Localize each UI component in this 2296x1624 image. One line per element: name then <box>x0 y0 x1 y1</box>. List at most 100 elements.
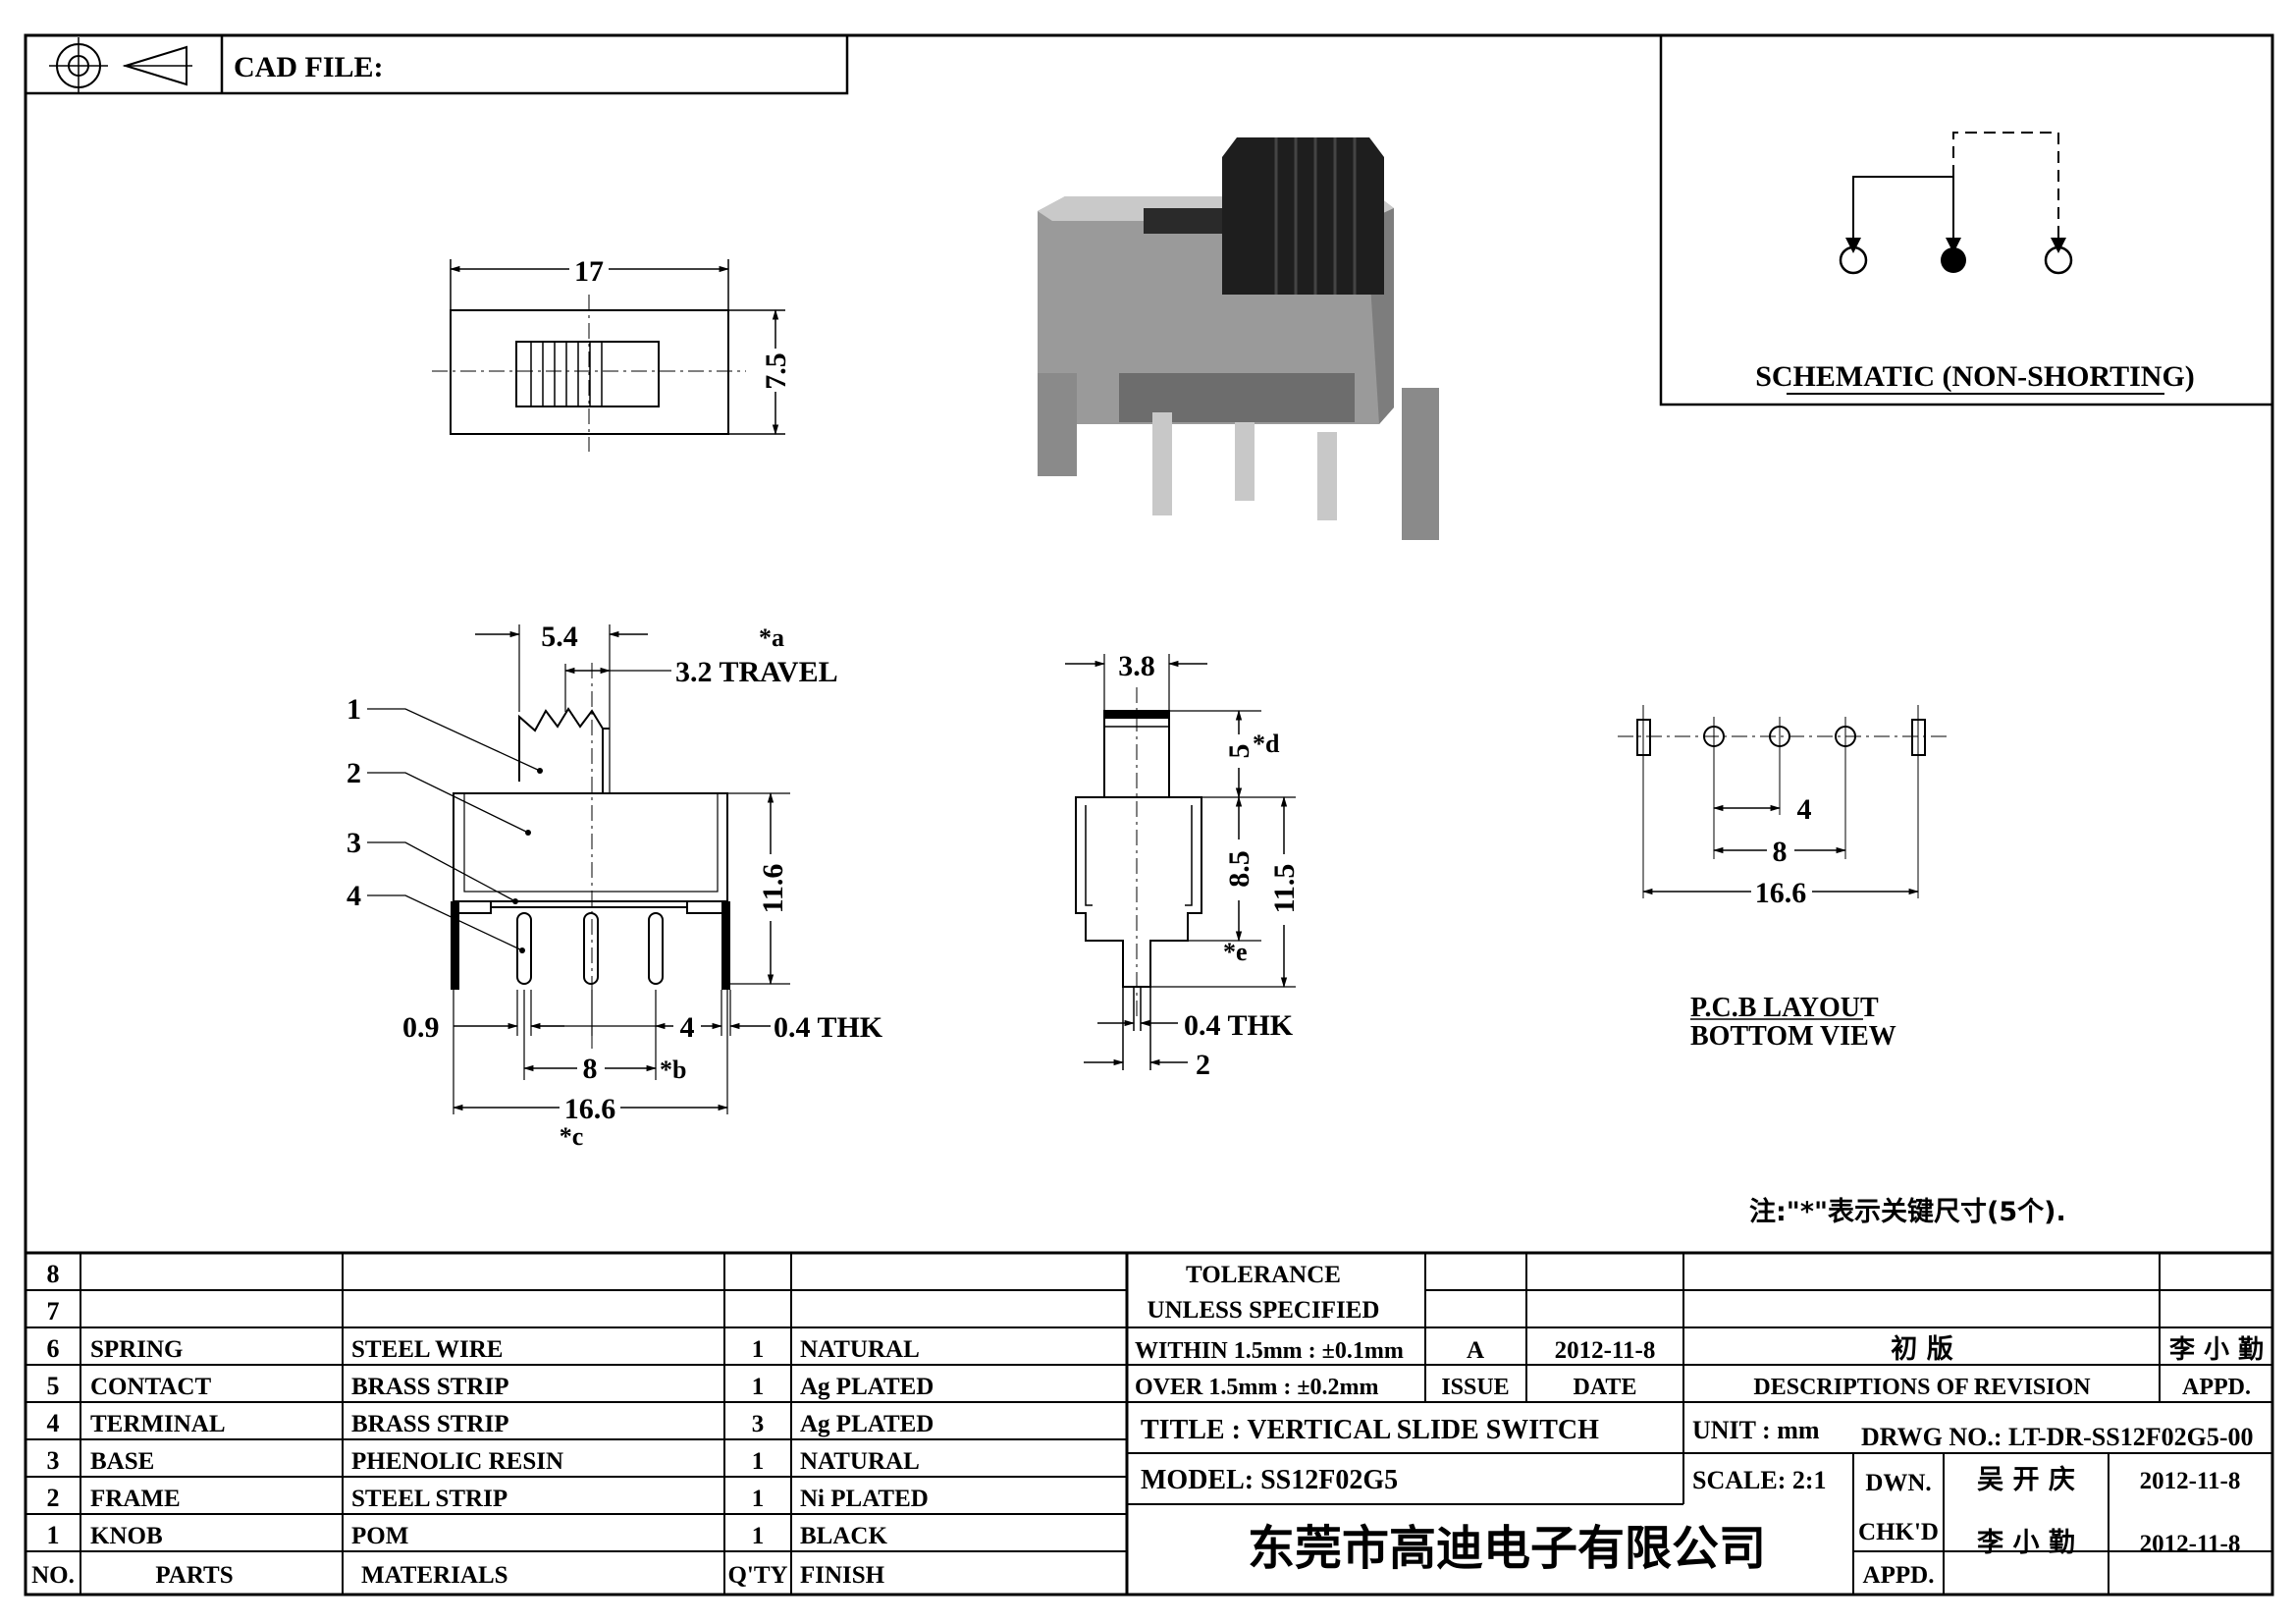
table-header: NO. PARTS MATERIALS Q'TY FINISH <box>31 1562 885 1589</box>
unit-text: UNIT : mm <box>1692 1416 1820 1444</box>
row-qty: 1 <box>752 1448 765 1475</box>
row-no: 1 <box>47 1521 60 1549</box>
row-qty: 1 <box>752 1374 765 1400</box>
issue-value: A <box>1467 1337 1484 1364</box>
header-qty: Q'TY <box>727 1562 787 1589</box>
row-finish: BLACK <box>800 1523 887 1549</box>
dim-side-knob: 3.8 <box>1118 650 1155 682</box>
row-qty: 1 <box>752 1486 765 1512</box>
chk-name: 李 小 勤 <box>1976 1528 2075 1558</box>
header-finish: FINISH <box>800 1562 885 1589</box>
schematic: SCHEMATIC (NON-SHORTING) <box>1659 35 2272 406</box>
row-qty: 3 <box>752 1411 765 1437</box>
row-material: STEEL WIRE <box>351 1336 503 1363</box>
pcb-dim-8: 8 <box>1773 836 1788 868</box>
row-material: POM <box>351 1523 408 1549</box>
dim-side-knob-h: 5 <box>1223 744 1255 759</box>
schematic-label: SCHEMATIC (NON-SHORTING) <box>1755 360 2195 393</box>
dwn-label: DWN. <box>1865 1470 1931 1496</box>
tolerance-unless: UNLESS SPECIFIED <box>1148 1297 1380 1324</box>
dim-side-body: 8.5 <box>1223 850 1255 888</box>
callout-3: 3 <box>347 827 361 859</box>
dim-knob-width: 5.4 <box>541 621 578 653</box>
revision-desc: 初 版 <box>1891 1334 1952 1365</box>
row-no: 5 <box>47 1372 60 1400</box>
appd-label: APPD. <box>2182 1375 2251 1400</box>
dim-pin-pitch: 8 <box>583 1053 598 1085</box>
dim-side-total: 11.5 <box>1268 864 1301 914</box>
callout-4: 4 <box>347 880 361 912</box>
revision-appd: 李 小 勤 <box>2168 1335 2264 1365</box>
scale-text: SCALE: 2:1 <box>1692 1466 1827 1494</box>
title-text: TITLE : VERTICAL SLIDE SWITCH <box>1141 1415 1599 1445</box>
dim-thk: 0.4 THK <box>774 1011 883 1044</box>
projection-symbol-icon <box>49 37 192 92</box>
row-part: SPRING <box>90 1336 183 1363</box>
table-row-2: 2 FRAME STEEL STRIP 1 Ni PLATED <box>47 1484 929 1512</box>
row-finish: NATURAL <box>800 1448 920 1475</box>
dim-side-thk: 0.4 THK <box>1184 1009 1294 1042</box>
desc-label: DESCRIPTIONS OF REVISION <box>1753 1375 2091 1400</box>
row-material: BRASS STRIP <box>351 1411 508 1437</box>
dim-top-width: 17 <box>574 255 604 288</box>
row-finish: Ni PLATED <box>800 1486 929 1512</box>
dwn-date: 2012-11-8 <box>2140 1468 2241 1494</box>
row-no: 6 <box>47 1334 60 1363</box>
company-name: 东莞市高迪电子有限公司 <box>1248 1521 1766 1576</box>
pcb-dim-16-6: 16.6 <box>1755 877 1807 909</box>
drwg-no: DRWG NO.: LT-DR-SS12F02G5-00 <box>1861 1423 2253 1451</box>
chk-date: 2012-11-8 <box>2140 1531 2241 1557</box>
dim-travel: 3.2 TRAVEL <box>675 656 838 688</box>
row-finish: Ag PLATED <box>800 1411 934 1437</box>
table-row-6: 6 SPRING STEEL WIRE 1 NATURAL <box>47 1334 920 1363</box>
callout-2: 2 <box>347 757 361 789</box>
row-part: FRAME <box>90 1486 181 1512</box>
row-no: 2 <box>47 1484 60 1512</box>
dim-height: 11.6 <box>757 864 789 914</box>
table-row-8: 8 <box>47 1260 60 1288</box>
mark-e: *e <box>1223 938 1248 966</box>
header-materials: MATERIALS <box>361 1562 508 1589</box>
row-no: 4 <box>47 1409 60 1437</box>
travel-mark: *a <box>759 623 784 652</box>
row-part: BASE <box>90 1448 154 1475</box>
row-qty: 1 <box>752 1523 765 1549</box>
chk-label: CHK'D <box>1858 1519 1939 1545</box>
header-no: NO. <box>31 1562 75 1589</box>
mark-c: *c <box>560 1122 584 1151</box>
pcb-label: P.C.B LAYOUT <box>1690 993 1879 1023</box>
tolerance-within: WITHIN 1.5mm : ±0.1mm <box>1135 1338 1404 1364</box>
top-view: 17 7.5 <box>432 253 792 452</box>
row-part: TERMINAL <box>90 1411 226 1437</box>
row-finish: Ag PLATED <box>800 1374 934 1400</box>
mark-d: *d <box>1253 730 1280 758</box>
pcb-layout: 4 8 16.6 P.C.B LAYOUT BOTTOM VIEW <box>1618 705 1949 1052</box>
model-text: MODEL: SS12F02G5 <box>1141 1465 1398 1495</box>
tolerance-over: OVER 1.5mm : ±0.2mm <box>1135 1375 1378 1400</box>
table-row-3: 3 BASE PHENOLIC RESIN 1 NATURAL <box>47 1446 920 1475</box>
dim-pin-dia: 0.9 <box>402 1011 440 1044</box>
front-view: 11.6 5.4 *a 3.2 TRAVEL 1 2 3 4 <box>347 621 883 1151</box>
row-material: BRASS STRIP <box>351 1374 508 1400</box>
pcb-dim-4: 4 <box>1797 793 1812 826</box>
tolerance-title: TOLERANCE <box>1186 1262 1341 1288</box>
side-view: 3.8 5 *d 8.5 *e 11.5 0.4 THK 2 <box>1065 650 1301 1081</box>
header-parts: PARTS <box>155 1562 233 1589</box>
bom-table <box>26 1251 2272 1595</box>
note-text: 注:"*"表示关键尺寸(5个). <box>1749 1196 2066 1227</box>
dim-pin-half: 4 <box>680 1011 695 1044</box>
row-material: PHENOLIC RESIN <box>351 1448 563 1475</box>
pcb-bottom-view: BOTTOM VIEW <box>1690 1021 1896 1052</box>
mark-b: *b <box>660 1056 686 1084</box>
row-no: 3 <box>47 1446 60 1475</box>
row-no: 7 <box>47 1297 60 1326</box>
dim-top-height: 7.5 <box>760 352 792 390</box>
title-block <box>1127 1253 2272 1595</box>
table-row-7: 7 <box>47 1297 60 1326</box>
product-photo <box>1038 137 1439 540</box>
date-value: 2012-11-8 <box>1555 1337 1656 1364</box>
dim-side-pin: 2 <box>1196 1049 1210 1081</box>
row-no: 8 <box>47 1260 60 1288</box>
appd-label-2: APPD. <box>1863 1562 1935 1589</box>
